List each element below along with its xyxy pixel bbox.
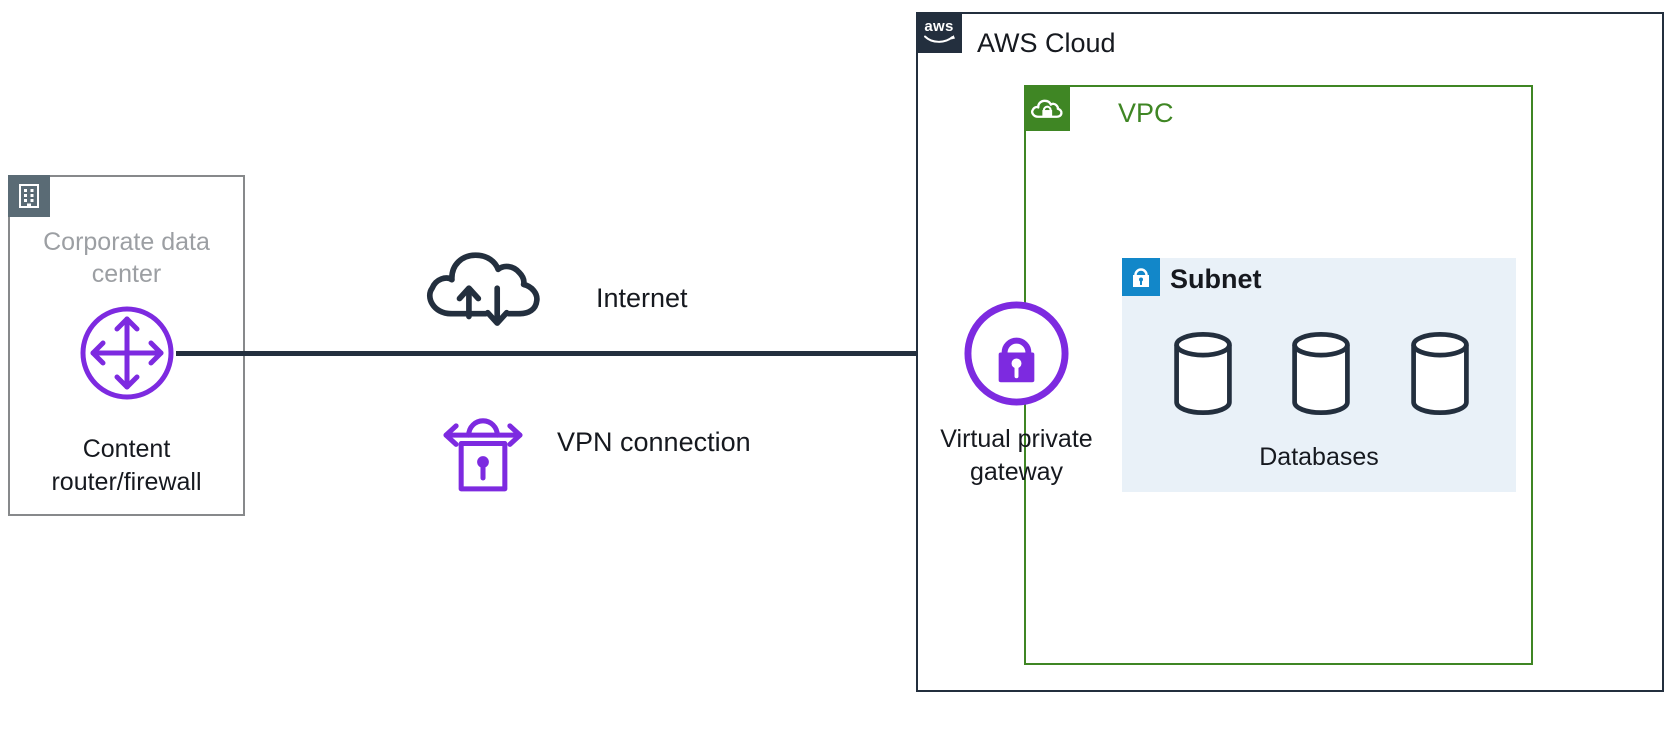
database-cylinder-icon bbox=[1407, 328, 1473, 420]
database-cylinder-icon bbox=[1288, 328, 1354, 420]
padlock-icon bbox=[1122, 258, 1160, 296]
aws-logo-text: aws bbox=[924, 18, 954, 35]
subnet-label: Subnet bbox=[1170, 264, 1262, 294]
router-label: Content router/firewall bbox=[51, 435, 202, 496]
circled-padlock-icon bbox=[962, 299, 1071, 408]
padlock-horizontal-arrows-icon bbox=[441, 391, 525, 496]
internet-label: Internet bbox=[596, 283, 688, 313]
corporate-data-center-group bbox=[8, 175, 245, 516]
vpn-connection-label: VPN connection bbox=[557, 427, 751, 457]
cloud-up-down-arrows-icon bbox=[418, 236, 550, 331]
virtual-private-gateway-label: Virtual private gateway bbox=[940, 425, 1093, 486]
database-cylinder-icon bbox=[1170, 328, 1236, 420]
vpc-label: VPC bbox=[1118, 98, 1174, 128]
connection-arrow bbox=[176, 342, 966, 365]
corporate-data-center-label: Corporate data center bbox=[43, 228, 210, 288]
router-crossed-arrows-icon bbox=[79, 305, 175, 401]
databases-label: Databases bbox=[1259, 443, 1379, 471]
cloud-lock-icon bbox=[1024, 85, 1070, 131]
aws-cloud-label: AWS Cloud bbox=[977, 28, 1116, 58]
building-icon bbox=[8, 175, 50, 217]
aws-smile-logo-icon: aws bbox=[916, 12, 962, 53]
